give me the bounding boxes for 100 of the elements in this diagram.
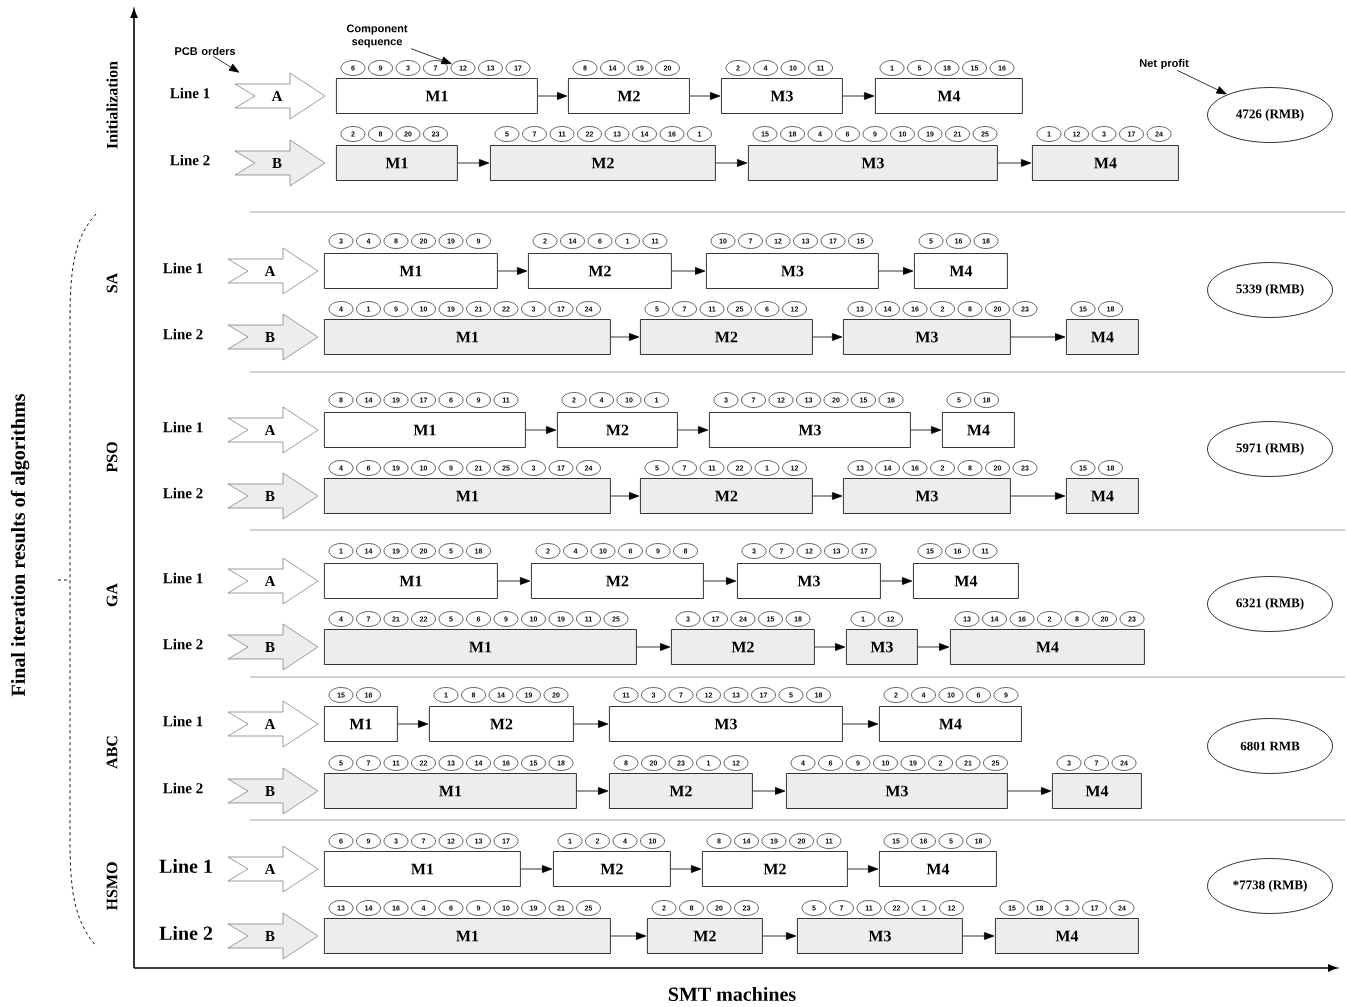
section-label: HSMO — [106, 862, 118, 911]
machine-box: M4 — [879, 851, 997, 887]
arrow — [576, 787, 609, 795]
machine-box: M1 — [336, 145, 458, 181]
machine-box: M3 — [609, 706, 843, 742]
line-label: Line 2 — [163, 328, 203, 340]
arrow — [962, 932, 995, 940]
section-label: GA — [106, 583, 118, 607]
machine-box: M4 — [913, 563, 1019, 599]
machine-box: M2 — [557, 412, 678, 448]
machine-box: M2 — [671, 629, 815, 665]
section-label: ABC — [106, 736, 118, 769]
arrow — [842, 92, 875, 100]
machine-box: M1 — [324, 412, 526, 448]
section-label: PSO — [106, 442, 118, 473]
arrow — [880, 577, 913, 585]
machine-box: M3 — [748, 145, 998, 181]
arrow — [610, 932, 647, 940]
arrow — [814, 643, 846, 651]
machine-box: M1 — [324, 851, 521, 887]
machine-box: M1 — [324, 319, 611, 355]
machine-box: M3 — [843, 319, 1011, 355]
machine-box: M3 — [846, 629, 918, 665]
machine-box: M1 — [324, 253, 498, 289]
arrow — [715, 159, 748, 167]
axis-title: Final iteration results of algorithms — [10, 394, 30, 697]
line-label: Line 1 — [163, 715, 203, 727]
machine-box: M4 — [914, 253, 1008, 289]
arrow — [410, 48, 452, 65]
machine-box: M4 — [1052, 773, 1142, 809]
machine-box: M1 — [324, 706, 398, 742]
arrow — [1176, 69, 1227, 95]
machine-box: M4 — [1066, 478, 1139, 514]
machine-box: M4 — [879, 706, 1022, 742]
machine-box: M2 — [609, 773, 753, 809]
machine-box: M2 — [490, 145, 716, 181]
arrow — [847, 865, 879, 873]
arrow — [1010, 333, 1066, 341]
machine-box: M3 — [709, 412, 911, 448]
machine-box: M2 — [702, 851, 848, 887]
line-label: Line 1 — [163, 421, 203, 433]
arrow — [842, 720, 879, 728]
line-label: Line 1 — [159, 859, 212, 874]
section-label: Initialization — [106, 61, 118, 149]
arrow — [1007, 787, 1052, 795]
machine-box: M4 — [875, 78, 1023, 114]
annotation-text: PCB orders — [175, 46, 236, 56]
arrow — [537, 92, 568, 100]
arrow — [497, 267, 528, 275]
arrow — [689, 92, 721, 100]
machine-box: M4 — [950, 629, 1145, 665]
machine-box: M2 — [531, 563, 704, 599]
arrow — [636, 643, 671, 651]
arrow — [213, 55, 240, 73]
line-label: Line 1 — [170, 87, 210, 99]
machine-box: M3 — [786, 773, 1008, 809]
arrow — [878, 267, 914, 275]
machine-box: M4 — [1066, 319, 1139, 355]
arrow — [457, 159, 490, 167]
annotation-text: Component sequence — [346, 24, 408, 48]
line-label: Line 2 — [170, 154, 210, 166]
machine-box: M1 — [324, 918, 611, 954]
arrow — [671, 267, 706, 275]
machine-box: M1 — [324, 478, 611, 514]
machine-box: M1 — [324, 563, 498, 599]
machine-box: M2 — [553, 851, 671, 887]
arrow — [917, 643, 950, 651]
machine-box: M3 — [721, 78, 843, 114]
machine-box: M2 — [647, 918, 763, 954]
machine-box: M4 — [995, 918, 1139, 954]
machine-box: M3 — [706, 253, 879, 289]
machine-box: M1 — [324, 629, 637, 665]
machine-box: M3 — [737, 563, 881, 599]
axis-title: SMT machines — [668, 986, 796, 1002]
arrow — [610, 333, 640, 341]
machine-box: M2 — [568, 78, 690, 114]
arrow — [812, 333, 843, 341]
machine-box: M2 — [429, 706, 574, 742]
arrow — [812, 492, 843, 500]
machine-box: M1 — [324, 773, 577, 809]
arrow — [525, 426, 557, 434]
machine-box: M2 — [640, 478, 813, 514]
arrow — [752, 787, 786, 795]
machine-box: M2 — [528, 253, 672, 289]
machine-box: M3 — [797, 918, 963, 954]
arrow — [762, 932, 797, 940]
line-label: Line 2 — [163, 782, 203, 794]
line-label: Line 1 — [163, 262, 203, 274]
machine-box: M2 — [640, 319, 813, 355]
arrow — [677, 426, 709, 434]
machine-box: M4 — [942, 412, 1015, 448]
machine-box: M1 — [336, 78, 538, 114]
arrow — [520, 865, 553, 873]
arrow — [910, 426, 942, 434]
arrow — [1010, 492, 1066, 500]
arrow — [497, 577, 531, 585]
line-label: Line 2 — [163, 487, 203, 499]
arrow — [397, 720, 429, 728]
arrow — [703, 577, 737, 585]
arrow — [670, 865, 702, 873]
